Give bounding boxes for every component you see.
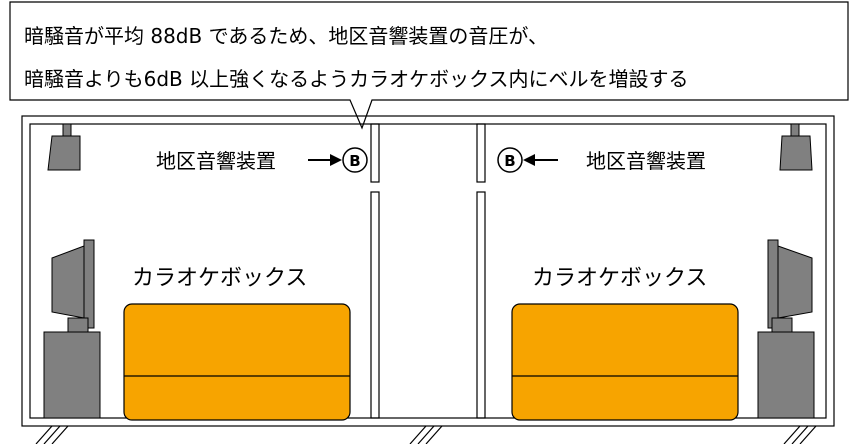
partition-left [370, 123, 380, 419]
bell-label-right: 地区音響装置 [586, 149, 706, 173]
monitor-right [757, 239, 815, 419]
arrow-left [308, 154, 342, 166]
speaker-left [47, 123, 81, 171]
bell-symbol-right: B [504, 152, 515, 170]
monitor-left [43, 239, 101, 419]
arrow-right [523, 154, 558, 166]
callout-line-1: 暗騒音が平均 88dB であるため、地区音響装置の音圧が、 [24, 24, 548, 48]
room-label-right: カラオケボックス [532, 266, 707, 291]
bell-icon-left: B [342, 147, 368, 173]
bell-icon-right: B [497, 147, 523, 173]
sofa-right [511, 303, 739, 421]
sofa-left [123, 303, 351, 421]
break-marks [35, 425, 817, 444]
building-outline [21, 115, 835, 427]
bell-symbol-left: B [349, 152, 360, 170]
bell-label-left: 地区音響装置 [156, 149, 276, 173]
callout-line-2: 暗騒音よりも6dB 以上強くなるようカラオケボックス内にベルを増設する [24, 67, 689, 91]
speaker-right [779, 123, 813, 171]
room-label-left: カラオケボックス [132, 266, 307, 291]
callout-box [9, 1, 849, 130]
partition-right [476, 123, 486, 419]
